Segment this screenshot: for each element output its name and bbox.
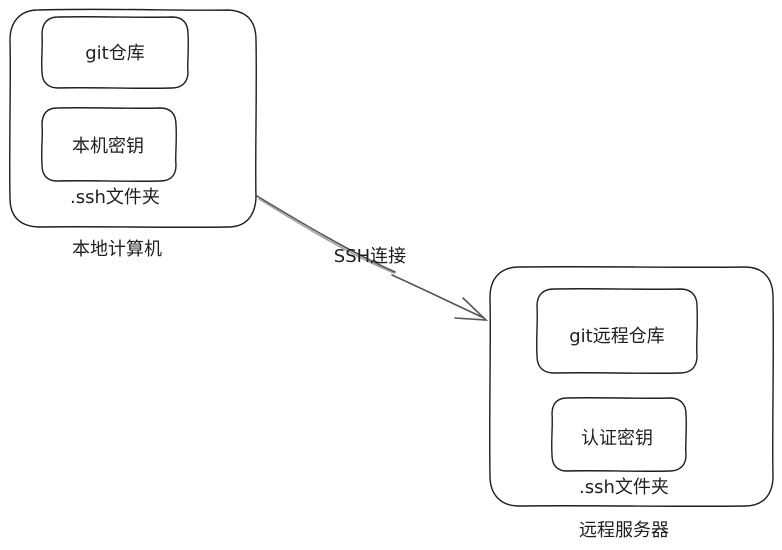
local-key-box xyxy=(41,107,177,182)
local-machine-box xyxy=(9,8,257,228)
ssh-connection-arrow: SSH连接 xyxy=(256,195,489,321)
local-key-label: 本机密钥 xyxy=(72,136,144,157)
ssh-connection-label: SSH连接 xyxy=(334,246,406,267)
remote-git-repo-label: git远程仓库 xyxy=(569,326,664,347)
local-git-repo-label: git仓库 xyxy=(85,43,144,64)
local-ssh-folder-label: .ssh文件夹 xyxy=(70,187,160,208)
remote-key-label: 认证密钥 xyxy=(581,428,653,449)
arrow-head xyxy=(454,297,489,321)
local-machine-group: git仓库 本机密钥 .ssh文件夹 本地计算机 xyxy=(9,8,257,260)
remote-key-box xyxy=(551,397,687,472)
remote-server-caption: 远程服务器 xyxy=(579,520,669,541)
arrow-shaft-lower xyxy=(391,274,485,319)
local-git-repo-box xyxy=(41,16,189,89)
local-machine-caption: 本地计算机 xyxy=(72,239,162,260)
arrow-shaft xyxy=(256,195,396,273)
remote-git-repo-box xyxy=(536,288,698,374)
remote-server-box xyxy=(489,266,774,507)
arrow-shaft-shadow xyxy=(258,198,395,274)
remote-ssh-folder-label: .ssh文件夹 xyxy=(579,477,669,498)
remote-server-group: git远程仓库 认证密钥 .ssh文件夹 远程服务器 xyxy=(489,266,774,541)
